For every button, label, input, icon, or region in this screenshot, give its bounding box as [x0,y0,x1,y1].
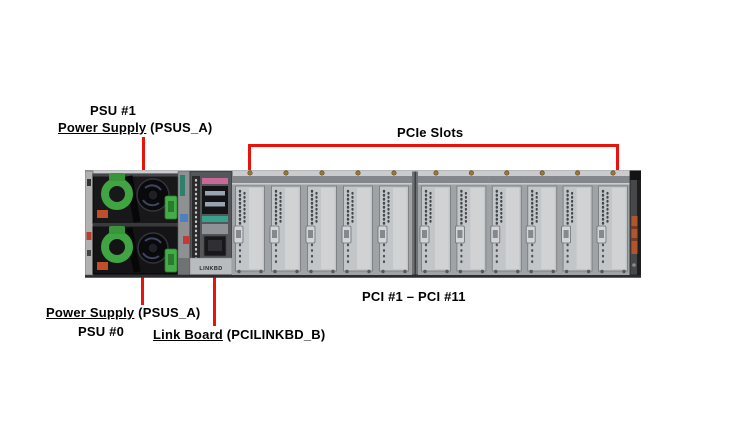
psu0-supply-label: Power Supply (PSUS_A) [46,305,200,320]
pcie-slot-blank [230,174,270,277]
psu-1-handle[interactable] [101,178,133,210]
pcie-slot-area [230,170,633,277]
psu0-supply-link[interactable]: Power Supply [46,305,135,320]
linkbd-silkscreen-text: LINKBD [199,266,222,272]
chassis-top-screw [433,170,439,176]
psu1-title-label: PSU #1 [90,103,137,118]
psu-0-warning-label [97,262,108,270]
chassis-left-rail [85,170,94,276]
pcie-slot-blank [416,174,456,277]
link-board-port-block [202,186,228,214]
chassis-top-screw [391,170,397,176]
pcie-slot-blank [266,174,306,277]
psu0-supply-suffix: (PSUS_A) [134,305,201,320]
pcie-slot-blank [302,174,342,277]
pcie-bracket-horizontal [248,144,619,147]
chassis-top-screw [504,170,510,176]
pcie-slot-blank [452,174,491,277]
pcie-slot-blank [374,174,414,277]
linkboard-callout-line [213,270,216,326]
chassis-top-screw [539,170,545,176]
psu-cage-divider-panel [177,171,191,275]
psu-0-handle[interactable] [101,231,133,263]
pcie-slots-title-label: PCIe Slots [397,125,464,140]
psu-1-latch-strap [125,175,141,223]
pcie-bracket-left-drop [248,144,251,178]
chassis-top-screw [575,170,581,176]
psu1-supply-label: Power Supply (PSUS_A) [58,120,212,135]
pci-range-label: PCI #1 – PCI #11 [362,289,466,304]
chassis-bottom-edge [85,274,641,277]
chassis-top-screw [355,170,361,176]
right-edge-orange-label [631,216,638,254]
psu1-supply-link[interactable]: Power Supply [58,120,147,135]
chassis-top-screw [468,170,474,176]
pcie-slot-blank [487,174,526,277]
chassis-top-screw [247,170,253,176]
psu-0-latch-strap [125,227,141,273]
pcie-slot-blank [593,174,633,277]
psu1-callout-line [142,137,145,172]
linkboard-label: Link Board (PCILINKBD_B) [153,327,325,342]
psu-1-module [92,173,179,225]
psu0-title-label: PSU #0 [78,324,125,339]
link-board-teal-connector [202,216,228,222]
link-board-module: LINKBD [189,171,233,275]
psu1-supply-suffix: (PSUS_A) [146,120,213,135]
psu0-callout-line [141,277,144,305]
pcie-bracket-right-drop [616,144,619,176]
linkboard-link[interactable]: Link Board [153,327,223,342]
chassis-top-screw [283,170,289,176]
chassis-right-frame [629,170,641,276]
psu-0-module [92,223,179,275]
pcie-slot-blank [338,174,378,277]
server-rear-photo: LINKBD [85,170,641,278]
chassis-top-screw [610,170,616,176]
linkboard-suffix: (PCILINKBD_B) [222,327,326,342]
pcie-slot-blank [523,174,562,277]
psu-1-warning-label [97,210,108,218]
chassis-top-screw [319,170,325,176]
link-board-pink-connector [202,178,228,184]
pcie-slot-blank [558,174,597,277]
